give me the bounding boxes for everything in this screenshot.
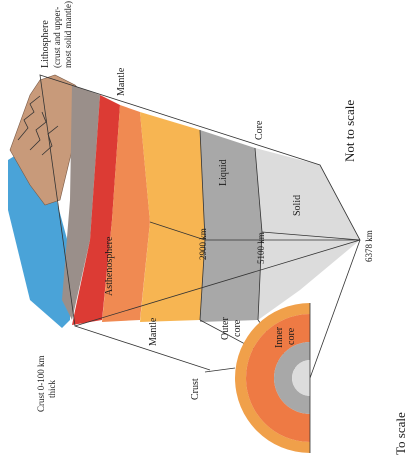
label-depth-6378: 6378 km	[364, 230, 374, 262]
label-mantle-inset: Mantle	[148, 317, 159, 346]
label-to-scale: To scale	[393, 412, 408, 455]
label-lithosphere-desc1: (crust and upper-	[52, 7, 62, 68]
label-liquid: Liquid	[218, 159, 229, 186]
label-inner-core2: core	[286, 327, 297, 345]
label-core-top: Core	[254, 120, 265, 140]
label-mantle-top: Mantle	[116, 67, 127, 96]
label-crust-thickness1: Crust 0-100 km	[36, 355, 46, 412]
label-depth-2900: 2900 km	[198, 228, 208, 260]
block-diagram	[8, 75, 360, 328]
label-outer-core2: core	[232, 319, 243, 337]
label-depth-5100: 5100 km	[256, 232, 266, 264]
label-solid: Solid	[292, 195, 303, 216]
mantle-band-light	[140, 112, 205, 322]
inner-core-band	[255, 148, 360, 320]
label-outer-core1: Outer	[220, 317, 231, 340]
label-not-to-scale: Not to scale	[342, 100, 357, 162]
outer-core-band	[200, 130, 262, 322]
to-scale-inset	[235, 303, 310, 453]
label-lithosphere: Lithosphere	[40, 20, 51, 68]
label-lithosphere-desc2: most solid mantle)	[63, 1, 73, 68]
label-asthenosphere: Asthenosphere	[104, 236, 115, 296]
label-inner-core1: Inner	[274, 326, 285, 348]
label-crust: Crust	[190, 378, 201, 400]
label-crust-thickness2: thick	[47, 380, 57, 398]
